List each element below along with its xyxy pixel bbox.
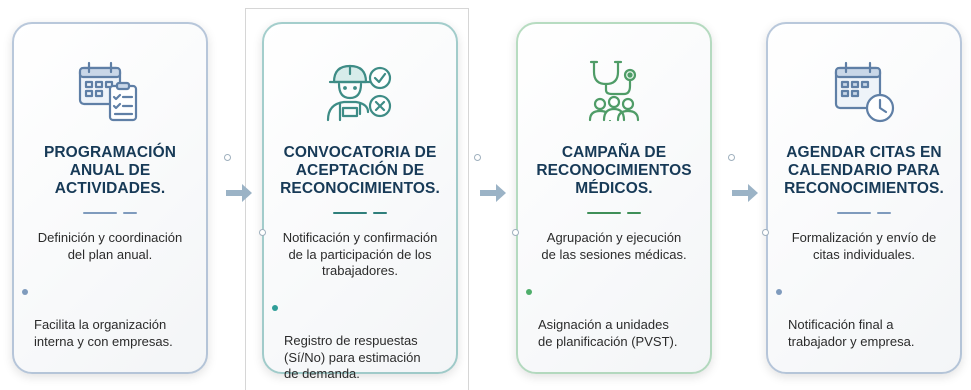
- step-card-agendar: AGENDAR CITAS EN CALENDARIO PARA RECONOC…: [766, 22, 962, 374]
- step-bullet-text: Registro de respuestas (Sí/No) para esti…: [284, 333, 421, 381]
- title-underline: [837, 212, 891, 214]
- connector-node: [224, 154, 231, 161]
- selected-step-frame: [245, 8, 469, 390]
- connector-node: [762, 229, 769, 236]
- connector-node: [512, 229, 519, 236]
- calendar-clock-icon: [834, 61, 895, 123]
- step-bullet: Registro de respuestas (Sí/No) para esti…: [272, 300, 446, 383]
- bullet-dot: [272, 305, 278, 311]
- step-title: CAMPAÑA DE RECONOCIMIENTOS MÉDICOS.: [536, 144, 692, 197]
- calendar-checklist-icon: [78, 61, 138, 122]
- flow-arrow-icon: [732, 184, 758, 202]
- step-bullet: Notificación final a trabajador y empres…: [776, 284, 950, 350]
- step-title: AGENDAR CITAS EN CALENDARIO PARA RECONOC…: [784, 144, 944, 197]
- title-underline: [587, 212, 641, 214]
- bullet-dot: [776, 289, 782, 295]
- step-bullet: Asignación a unidades de planificación (…: [526, 284, 700, 350]
- flow-arrow-icon: [226, 184, 252, 202]
- bullet-dot: [22, 289, 28, 295]
- connector-node: [728, 154, 735, 161]
- step-title: PROGRAMACIÓN ANUAL DE ACTIVIDADES.: [43, 144, 177, 197]
- bullet-dot: [526, 289, 532, 295]
- step-card-campana: CAMPAÑA DE RECONOCIMIENTOS MÉDICOS. Agru…: [516, 22, 712, 374]
- title-underline: [83, 212, 137, 214]
- step-description: Formalización y envío de citas individua…: [791, 230, 937, 262]
- connector-node: [474, 154, 481, 161]
- worker-check-cross-icon: [326, 64, 392, 122]
- step-description: Definición y coordinación del plan anual…: [37, 230, 183, 262]
- step-bullet-text: Facilita la organización interna y con e…: [34, 317, 173, 349]
- step-card-convocatoria: CONVOCATORIA DE ACEPTACIÓN DE RECONOCIMI…: [262, 22, 458, 381]
- step-description: Agrupación y ejecución de las sesiones m…: [541, 230, 687, 262]
- title-underline: [333, 212, 387, 214]
- stethoscope-group-icon: [588, 60, 640, 122]
- step-bullet-text: Asignación a unidades de planificación (…: [538, 317, 678, 349]
- step-title: CONVOCATORIA DE ACEPTACIÓN DE RECONOCIMI…: [280, 144, 440, 197]
- step-card-programacion: PROGRAMACIÓN ANUAL DE ACTIVIDADES. Defin…: [12, 22, 208, 374]
- step-description: Notificación y confirmación de la partic…: [282, 230, 438, 278]
- flow-arrow-icon: [480, 184, 506, 202]
- connector-node: [259, 229, 266, 236]
- step-bullet-text: Notificación final a trabajador y empres…: [788, 317, 915, 349]
- step-bullet: Facilita la organización interna y con e…: [22, 284, 196, 350]
